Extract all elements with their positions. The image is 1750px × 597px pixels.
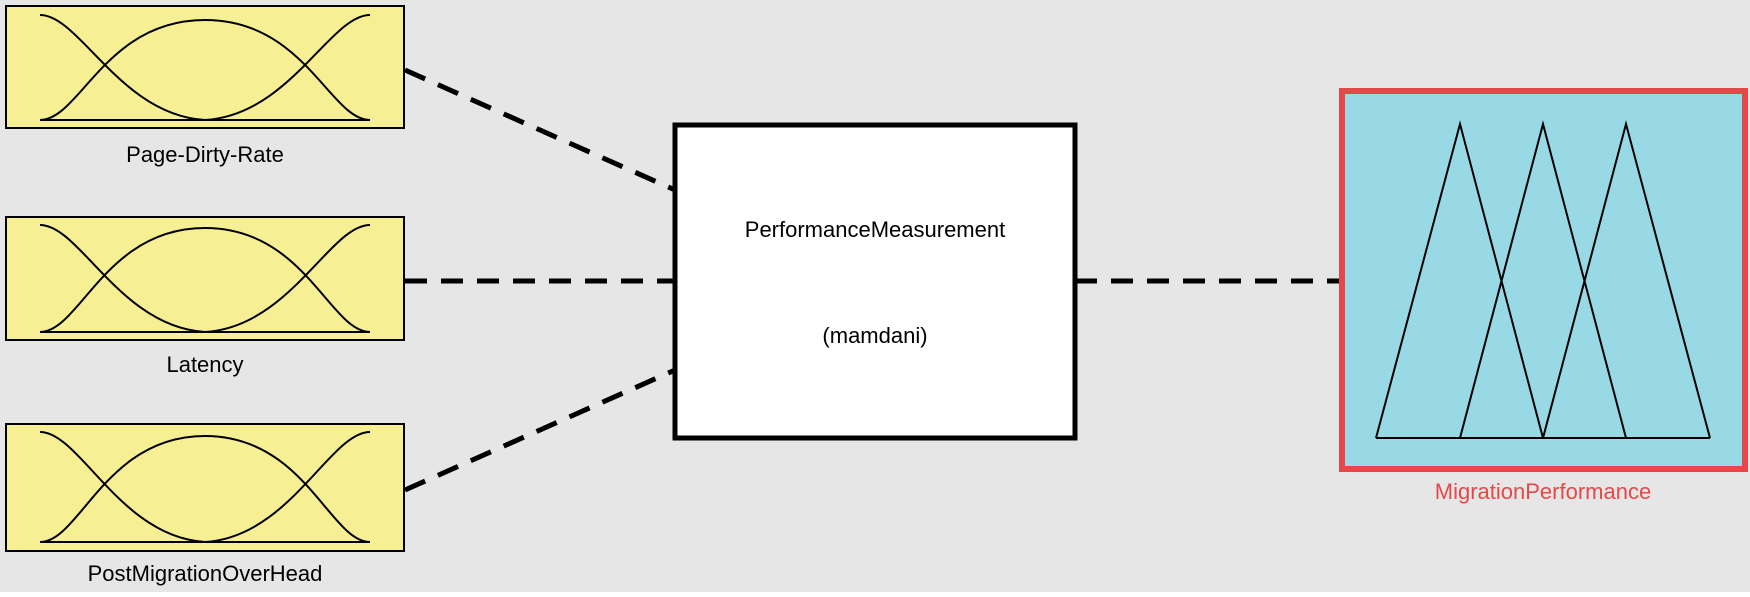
system-type: (mamdani) [822,323,927,348]
input-block-3[interactable]: PostMigrationOverHead [5,423,405,586]
system-box[interactable] [672,122,1078,441]
connectors [403,67,1340,493]
input-label: Page-Dirty-Rate [126,142,284,167]
fis-system-block[interactable]: PerformanceMeasurement (mamdani) [672,122,1078,441]
triangular-membership-functions-icon [1375,120,1711,439]
output-block[interactable]: MigrationPerformance [1339,88,1748,504]
input-label: Latency [166,352,243,377]
input-box[interactable] [5,423,405,552]
output-label: MigrationPerformance [1435,479,1651,504]
output-box[interactable] [1339,88,1748,472]
membership-functions-icon [39,14,371,121]
input-block-2[interactable]: Latency [5,216,405,377]
system-name: PerformanceMeasurement [745,217,1005,242]
input-block-1[interactable]: Page-Dirty-Rate [5,5,405,167]
connector-input3 [403,367,677,493]
membership-functions-icon [39,224,371,333]
input-box[interactable] [5,5,405,129]
connector-input1 [403,67,677,193]
input-box[interactable] [5,216,405,341]
membership-functions-icon [39,431,371,543]
input-label: PostMigrationOverHead [88,561,323,586]
